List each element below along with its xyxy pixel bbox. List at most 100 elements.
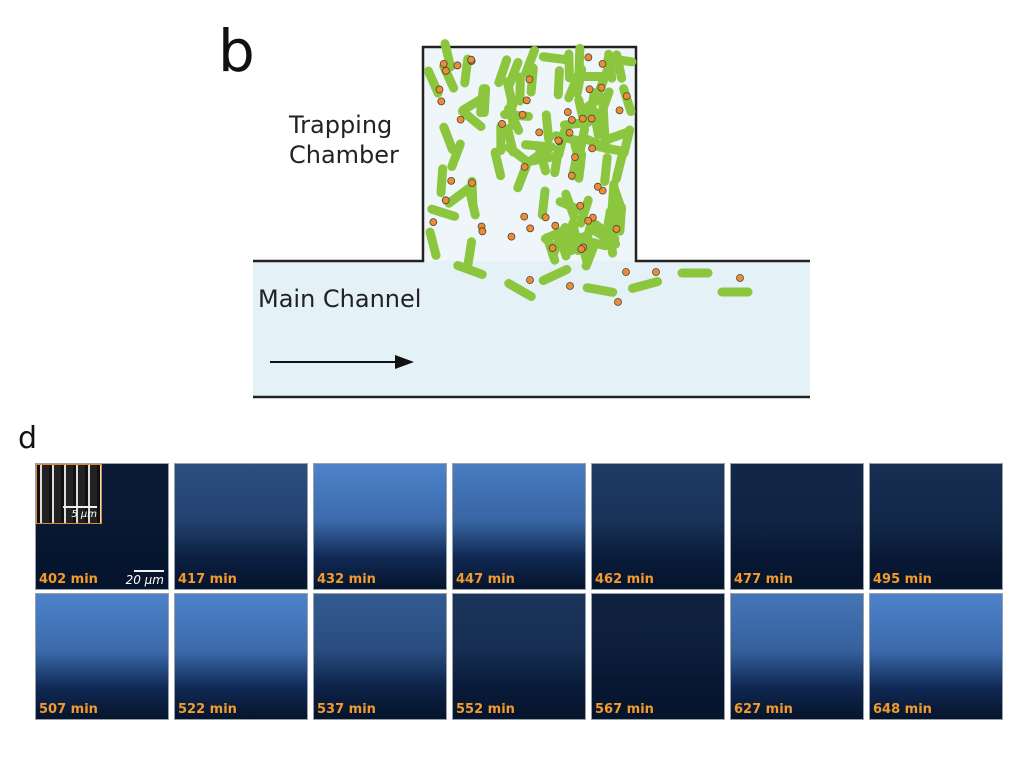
time-label: 462 min [595,572,654,587]
particle [441,196,450,205]
particle [467,55,476,64]
particle [622,92,631,100]
fluorescence [314,464,446,589]
panel-b-label: b [218,17,255,85]
time-label: 627 min [734,702,793,717]
bacterium [427,204,460,221]
time-label: 495 min [873,572,932,587]
trapping-chamber-line2: Chamber [289,141,399,169]
main-channel-label: Main Channel [258,285,422,313]
bacterium [490,147,506,181]
time-label: 552 min [456,702,515,717]
particle [612,225,621,233]
timelapse-frame: 567 min [591,593,725,720]
bacterium [611,151,627,184]
particle [551,221,560,230]
time-label: 402 min [39,572,98,587]
particle [622,268,630,276]
bacterium [541,110,554,144]
timelapse-frame: 495 min [869,463,1003,590]
bacterium [559,231,591,251]
timelapse-frame: 477 min [730,463,864,590]
particle [526,276,534,284]
fluorescence [314,594,446,719]
bacterium [559,117,593,130]
particle [563,108,572,116]
particle [468,179,476,187]
timelapse-frame: 417 min [174,463,308,590]
particle [571,153,579,162]
particle [456,115,465,124]
timelapse-frame: 627 min [730,593,864,720]
particle [577,245,586,253]
bacterium [463,237,477,270]
bacterium [553,66,564,100]
bacterium [589,106,603,140]
particle [535,128,544,137]
particle [576,201,585,210]
trapping-chamber-line1: Trapping [289,111,393,139]
particle [520,212,529,221]
particle [593,182,602,191]
bacterium [600,153,612,186]
bacterium [504,142,533,167]
particle [736,274,744,282]
time-label: 417 min [178,572,237,587]
particle [526,224,535,233]
particle [587,114,596,123]
particle [588,144,597,153]
particle [567,171,576,180]
particle [453,61,462,70]
cell-inset: 5 µm [36,464,102,524]
microfluidic-diagram [253,39,810,399]
bacterium [425,227,441,260]
particle [584,216,593,225]
particle [614,298,622,306]
particle [615,106,624,115]
bacterium [447,139,465,172]
particle [598,59,607,68]
bacterium [453,261,487,279]
particle [518,110,527,119]
channel-wall-top [253,45,810,263]
bacterium [577,132,610,152]
bacterium [504,104,524,135]
time-label: 522 min [178,702,237,717]
bacterium [564,71,583,103]
particle [435,85,444,94]
particle [520,162,529,171]
bacterium [538,265,572,285]
bacterium [598,93,609,127]
bacterium [521,140,554,152]
particle [507,232,516,241]
timelapse-frame: 552 min [452,593,586,720]
bacterium [561,189,579,222]
particle [584,53,593,62]
inset-scale-bar: 5 µm [63,506,97,520]
timelapse-frame: 522 min [174,593,308,720]
bacterium [612,50,627,83]
particle [442,66,450,75]
timelapse-frame: 447 min [452,463,586,590]
panel-d-label: d [18,421,38,456]
bacterium [502,77,518,110]
particle [498,120,506,128]
bacteria-group [423,39,753,306]
flow-arrow [270,355,414,369]
bacterium [537,186,550,220]
bacterium [577,92,606,116]
particle [439,59,448,68]
timelapse-frame: 507 min [35,593,169,720]
time-label: 507 min [39,702,98,717]
particle [597,83,606,92]
fluorescence [453,464,585,589]
particle [585,85,594,94]
particle [566,282,574,290]
particle [548,244,557,252]
time-label: 567 min [595,702,654,717]
particle [525,75,534,84]
bacterium [619,84,636,117]
fluorescence [175,464,307,589]
bacterium [439,122,457,155]
